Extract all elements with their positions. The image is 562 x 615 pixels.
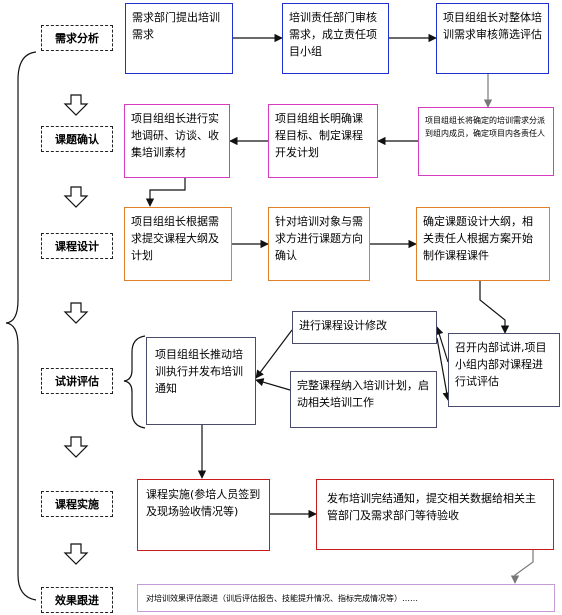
down-arrow-icon [63,543,89,565]
down-arrow-icon [63,436,89,458]
box-leader-review: 项目组组长对整体培训需求审核筛选评估 [436,3,549,74]
box-research: 项目组组长进行实地调研、访谈、收集培训素材 [124,104,230,178]
box-implementation: 课程实施(参培人员签到及现场验收情况等) [137,479,270,551]
box-responsible-review: 培训责任部门审核需求，成立责任项目小组 [282,3,389,74]
down-arrow-icon [63,186,89,208]
stage-need-analysis: 需求分析 [41,25,113,51]
box-assign-members: 项目组组长将确定的培训需求分派到组内成员，确定项目内各责任人 [418,107,554,176]
box-incorporate-plan: 完整课程纳入培训计划，启动相关培训工作 [290,371,437,428]
stage-trial-evaluation: 试讲评估 [41,368,113,394]
stage-course-design: 课程设计 [41,233,113,259]
trial-brace [123,335,146,429]
stage-topic-confirm: 课题确认 [41,126,113,152]
left-brace [5,51,37,601]
box-internal-trial: 召开内部试讲,项目小组内部对课程进行试评估 [448,333,560,407]
stage-course-implementation: 课程实施 [41,491,113,517]
box-define-goals: 项目组组长明确课程目标、制定课程开发计划 [268,104,378,178]
box-effect-followup: 对培训效果评估跟进（训后评估报告、技能提升情况、指标完成情况等）…… [137,584,555,612]
box-revise-design: 进行课程设计修改 [292,311,437,344]
down-arrow-icon [63,302,89,324]
box-direction-confirm: 针对培训对象与需求方进行课题方向确认 [268,207,370,281]
stage-effect-followup: 效果跟进 [41,587,113,613]
box-publish-notice: 项目组组长推动培训执行并发布培训通知 [146,337,256,425]
down-arrow-icon [63,94,89,116]
box-completion-notice: 发布培训完结通知，提交相关数据给相关主管部门及需求部门等待验收 [316,479,554,550]
box-need-propose: 需求部门提出培训需求 [125,3,233,74]
box-outline-confirm: 确定课题设计大纲，相关责任人根据方案开始制作课程课件 [416,207,550,281]
box-submit-outline: 项目组组长根据需求提交课程大纲及计划 [124,207,232,281]
